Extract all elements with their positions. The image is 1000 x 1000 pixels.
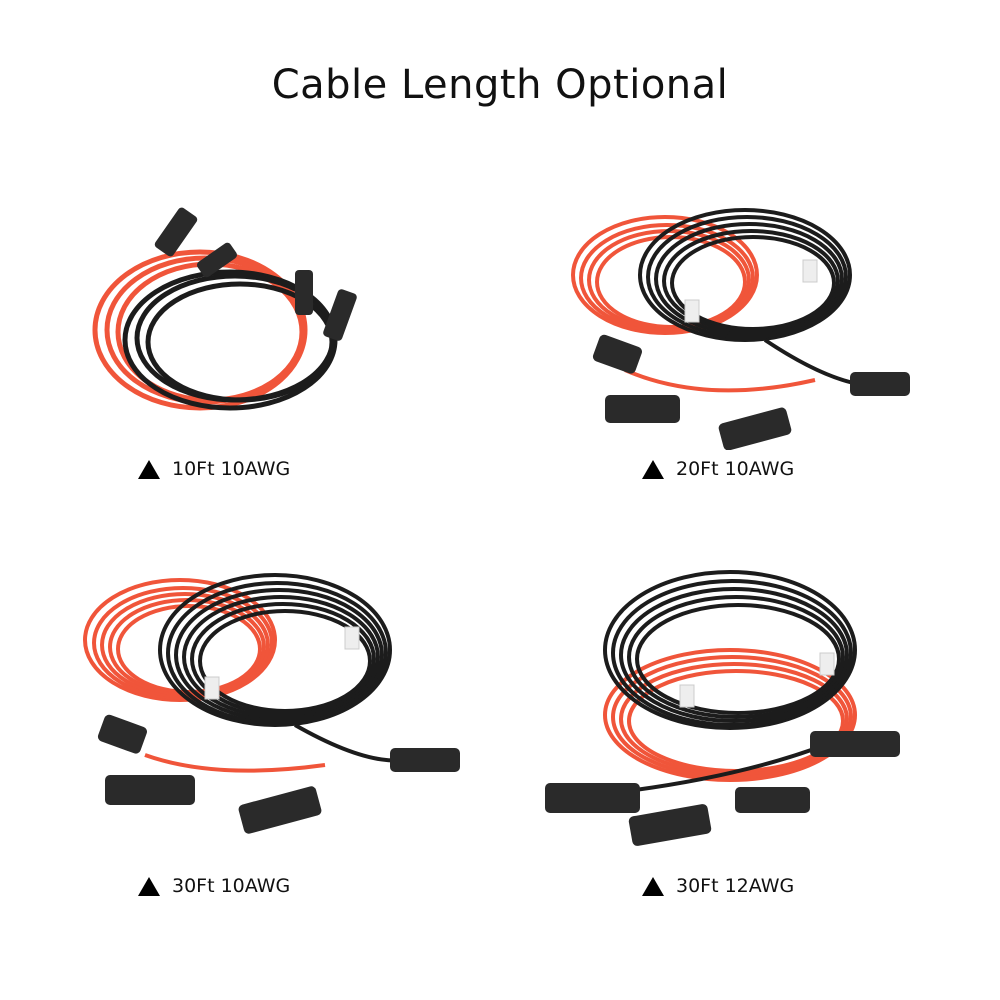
page-title: Cable Length Optional [271, 62, 729, 108]
triangle-up-icon [138, 459, 160, 479]
variant-label: 10Ft 10AWG [138, 458, 290, 480]
variant-label: 30Ft 12AWG [642, 875, 794, 897]
variant-label-text: 10Ft 10AWG [172, 458, 291, 480]
cable-image-30ft-12awg [545, 555, 915, 855]
cable-image-10ft-10awg [80, 190, 390, 430]
cable-image-20ft-10awg [565, 200, 925, 450]
triangle-up-icon [138, 876, 160, 896]
triangle-up-icon [642, 459, 664, 479]
cable-image-30ft-10awg [75, 565, 470, 850]
variant-label-text: 30Ft 10AWG [172, 875, 291, 897]
triangle-up-icon [642, 876, 664, 896]
variant-label: 30Ft 10AWG [138, 875, 290, 897]
variant-label: 20Ft 10AWG [642, 458, 794, 480]
variant-label-text: 20Ft 10AWG [676, 458, 795, 480]
variant-label-text: 30Ft 12AWG [676, 875, 795, 897]
